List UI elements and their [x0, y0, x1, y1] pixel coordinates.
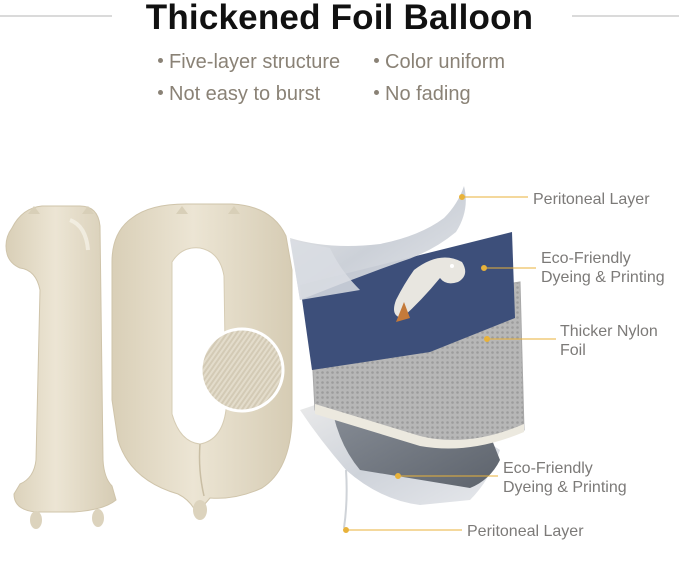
- goose-print-icon: [394, 257, 466, 322]
- layer-label-line: Dyeing & Printing: [541, 269, 665, 286]
- feature-item: Five-layer structure: [158, 51, 340, 74]
- feature-item: Not easy to burst: [158, 83, 320, 106]
- title-rule-right: [572, 15, 679, 17]
- layer-label-line: Thicker Nylon: [560, 323, 658, 340]
- layer-label-1: Peritoneal Layer: [533, 190, 650, 209]
- feature-text: No fading: [385, 83, 471, 105]
- layer-label-line: Peritoneal Layer: [467, 523, 584, 540]
- title-bar: Thickened Foil Balloon: [0, 0, 679, 40]
- layer-label-line: Peritoneal Layer: [533, 191, 650, 208]
- layer-label-3: Thicker Nylon Foil: [560, 322, 658, 360]
- balloon-digit-one: [5, 205, 117, 529]
- layer-label-2: Eco-Friendly Dyeing & Printing: [541, 249, 665, 287]
- texture-zoom-circle: [199, 327, 285, 413]
- layer-label-line: Eco-Friendly: [503, 460, 593, 477]
- feature-text: Five-layer structure: [169, 51, 341, 73]
- layer-label-line: Eco-Friendly: [541, 250, 631, 267]
- feature-item: Color uniform: [374, 51, 505, 74]
- layer-label-5: Peritoneal Layer: [467, 522, 584, 541]
- feature-item: No fading: [374, 83, 471, 106]
- bullet-icon: [374, 58, 379, 64]
- layer-label-line: Foil: [560, 342, 586, 359]
- leader-lines: [343, 194, 556, 533]
- bullet-icon: [158, 90, 163, 96]
- title-rule-left: [0, 15, 112, 17]
- feature-text: Not easy to burst: [169, 83, 321, 105]
- bullet-icon: [158, 58, 163, 64]
- page-title: Thickened Foil Balloon: [145, 0, 534, 37]
- feature-text: Color uniform: [385, 51, 506, 73]
- layer-label-line: Dyeing & Printing: [503, 479, 627, 496]
- bullet-icon: [374, 90, 379, 96]
- layer-label-4: Eco-Friendly Dyeing & Printing: [503, 459, 627, 497]
